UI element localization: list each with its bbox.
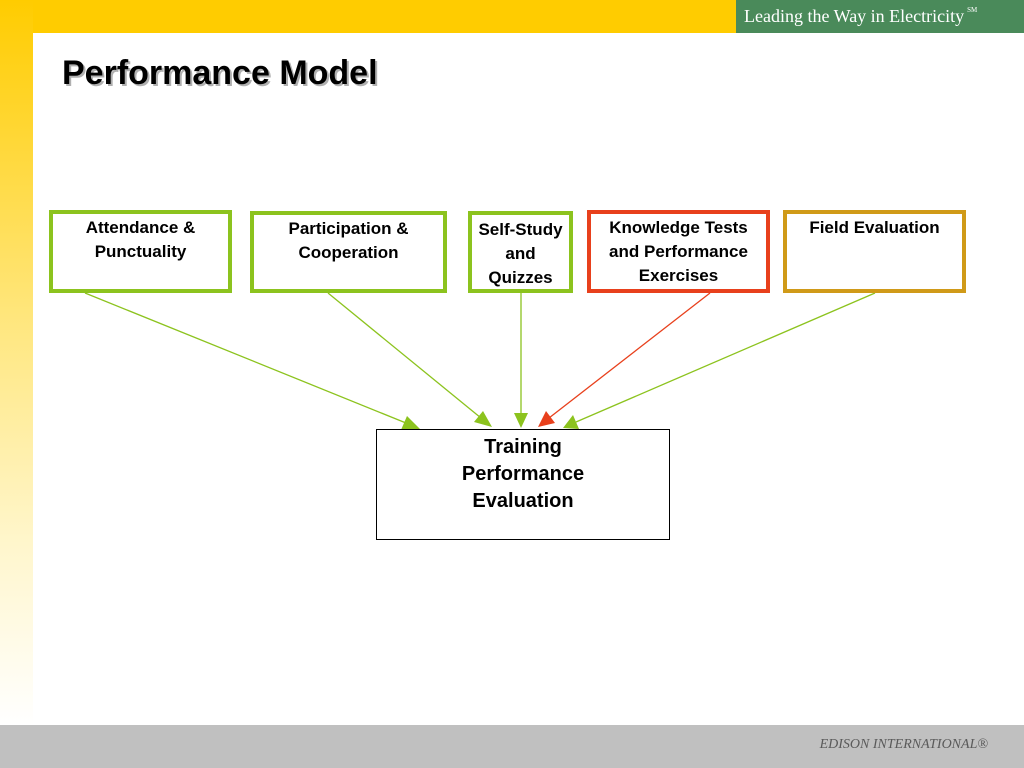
arrowhead-attendance xyxy=(401,416,420,430)
input-box-participation: Participation & Cooperation xyxy=(250,211,447,293)
input-box-self-study: Self-Study and Quizzes xyxy=(468,211,573,293)
arrow-attendance xyxy=(84,292,407,424)
arrowhead-participation xyxy=(474,411,492,427)
target-label-line: Performance xyxy=(461,463,585,485)
box-label-line: Exercises xyxy=(638,266,719,285)
box-label-line: Field Evaluation xyxy=(809,218,940,237)
input-box-attendance: Attendance & Punctuality xyxy=(49,210,232,293)
arrow-participation xyxy=(327,292,482,419)
box-label-line: Cooperation xyxy=(298,243,399,262)
box-label-line: Knowledge Tests xyxy=(609,218,748,237)
target-label-line: Training xyxy=(484,436,562,458)
arrowhead-selfstudy xyxy=(514,413,528,428)
box-label-line: Attendance & xyxy=(85,218,196,237)
tagline-text: Leading the Way in Electricity xyxy=(744,6,965,26)
arrowhead-field xyxy=(563,415,579,429)
slide-title: Performance Model xyxy=(62,54,378,92)
service-mark: SM xyxy=(967,6,978,14)
box-label-line: and Performance xyxy=(609,242,748,261)
footer-band xyxy=(0,725,1024,768)
arrowhead-knowledge xyxy=(538,411,555,427)
box-label-line: Punctuality xyxy=(94,242,187,261)
box-label-line: Self-Study xyxy=(478,220,563,239)
input-box-knowledge-tests: Knowledge Tests and Performance Exercise… xyxy=(587,210,770,293)
box-label-line: and xyxy=(505,244,536,263)
arrow-knowledge xyxy=(548,292,711,419)
box-label-line: Participation & xyxy=(288,219,409,238)
left-accent-band xyxy=(0,0,33,725)
arrow-field xyxy=(575,292,876,423)
input-box-field-evaluation: Field Evaluation xyxy=(783,210,966,293)
slide-content-area xyxy=(33,33,1024,725)
target-box-training-evaluation: Training Performance Evaluation xyxy=(376,429,670,540)
footer-company-name: EDISON INTERNATIONAL® xyxy=(819,737,988,752)
target-label-line: Evaluation xyxy=(472,490,574,512)
box-label-line: Quizzes xyxy=(488,268,553,287)
